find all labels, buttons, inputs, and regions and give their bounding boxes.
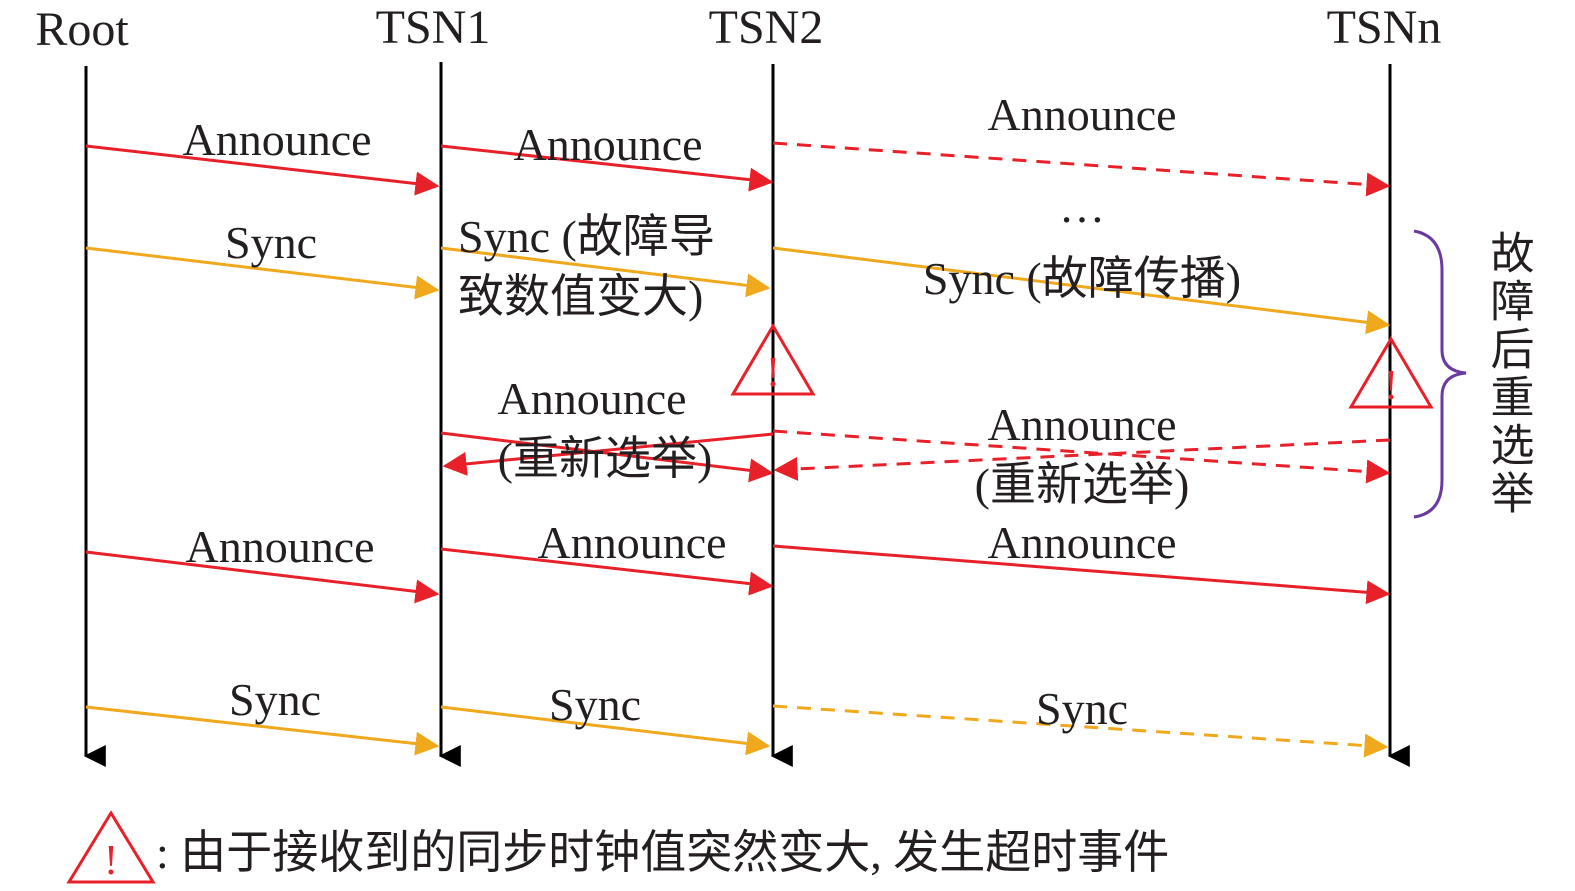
arrow-m14	[772, 704, 1389, 758]
warning-symbol: !	[1384, 363, 1398, 409]
label-m7-line1: Announce	[497, 373, 686, 424]
warning-icon: !	[1348, 336, 1434, 409]
label-m13: Sync	[549, 679, 641, 730]
arrow-m13	[440, 705, 771, 756]
arrow-m6	[772, 246, 1391, 335]
legend: ! : 由于接收到的同步时钟值突然变大, 发生超时事件	[66, 810, 1169, 884]
label-m6: Sync (故障传播)	[923, 253, 1241, 304]
node-label-tsn2: TSN2	[709, 1, 824, 54]
arrow-m1	[85, 144, 440, 196]
legend-warning-icon: !	[66, 810, 156, 884]
label-m7-line2: (重新选举)	[498, 433, 713, 484]
node-label-root: Root	[35, 3, 129, 56]
arrow-m9	[85, 550, 440, 604]
label-m10: Announce	[537, 517, 726, 568]
arrow-m8-back	[773, 438, 1391, 481]
label-m3: Announce	[987, 89, 1176, 140]
lifelines	[83, 62, 1410, 767]
arrow-m4	[85, 246, 440, 300]
node-label-tsn1: TSN1	[376, 1, 491, 54]
arrow-m2	[440, 144, 774, 192]
arrow-m7-forward	[440, 431, 774, 483]
arrow-m10	[440, 547, 774, 596]
label-m9: Announce	[185, 521, 374, 572]
label-m2: Announce	[513, 119, 702, 170]
label-m8-line2: (重新选举)	[975, 459, 1190, 510]
arrow-m7-back	[442, 432, 774, 476]
legend-warning-symbol: !	[104, 838, 118, 884]
label-m11: Announce	[987, 517, 1176, 568]
brace-label: 故障后重选举	[1484, 230, 1534, 518]
label-m14: Sync	[1036, 683, 1128, 734]
arrow-m12	[85, 705, 440, 756]
label-m4: Sync	[225, 217, 317, 268]
legend-text: : 由于接收到的同步时钟值突然变大, 发生超时事件	[156, 827, 1169, 878]
label-m5-line2: 致数值变大)	[458, 271, 703, 322]
label-m1: Announce	[182, 114, 371, 165]
node-label-tsnn: TSNn	[1327, 1, 1442, 54]
warning-icon: !	[730, 323, 816, 396]
arrow-m11	[772, 544, 1391, 605]
label-m8-line1: Announce	[987, 399, 1176, 450]
warning-symbol: !	[766, 350, 780, 396]
ellipsis: …	[1059, 181, 1105, 232]
label-m12: Sync	[229, 674, 321, 725]
label-m5-line1: Sync (故障导	[458, 211, 715, 262]
arrow-m5	[440, 246, 771, 298]
arrow-m3	[772, 141, 1391, 197]
brace	[1413, 229, 1467, 519]
arrow-m8-forward	[772, 429, 1391, 484]
